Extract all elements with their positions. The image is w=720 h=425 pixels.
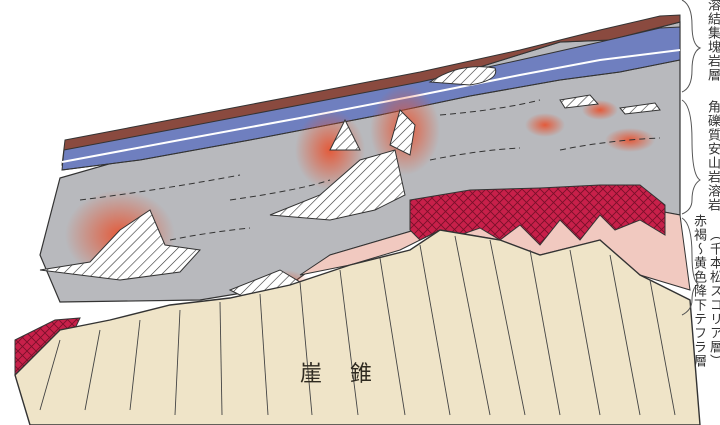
label-welded-agglomerate: 溶結集塊岩層 [705, 0, 720, 94]
brace-layer2 [682, 100, 700, 214]
label-brecciated-andesite: 角礫質安山岩溶岩 [705, 100, 720, 212]
label-tephra-sub: （千本松スコリア層） [707, 228, 720, 368]
brace-layer1 [682, 0, 700, 92]
oxidation-zone [525, 113, 565, 137]
label-tephra-main: 赤褐〜黄色降下テフラ層 [691, 214, 706, 368]
label-talus: 崖錐 [300, 356, 400, 388]
